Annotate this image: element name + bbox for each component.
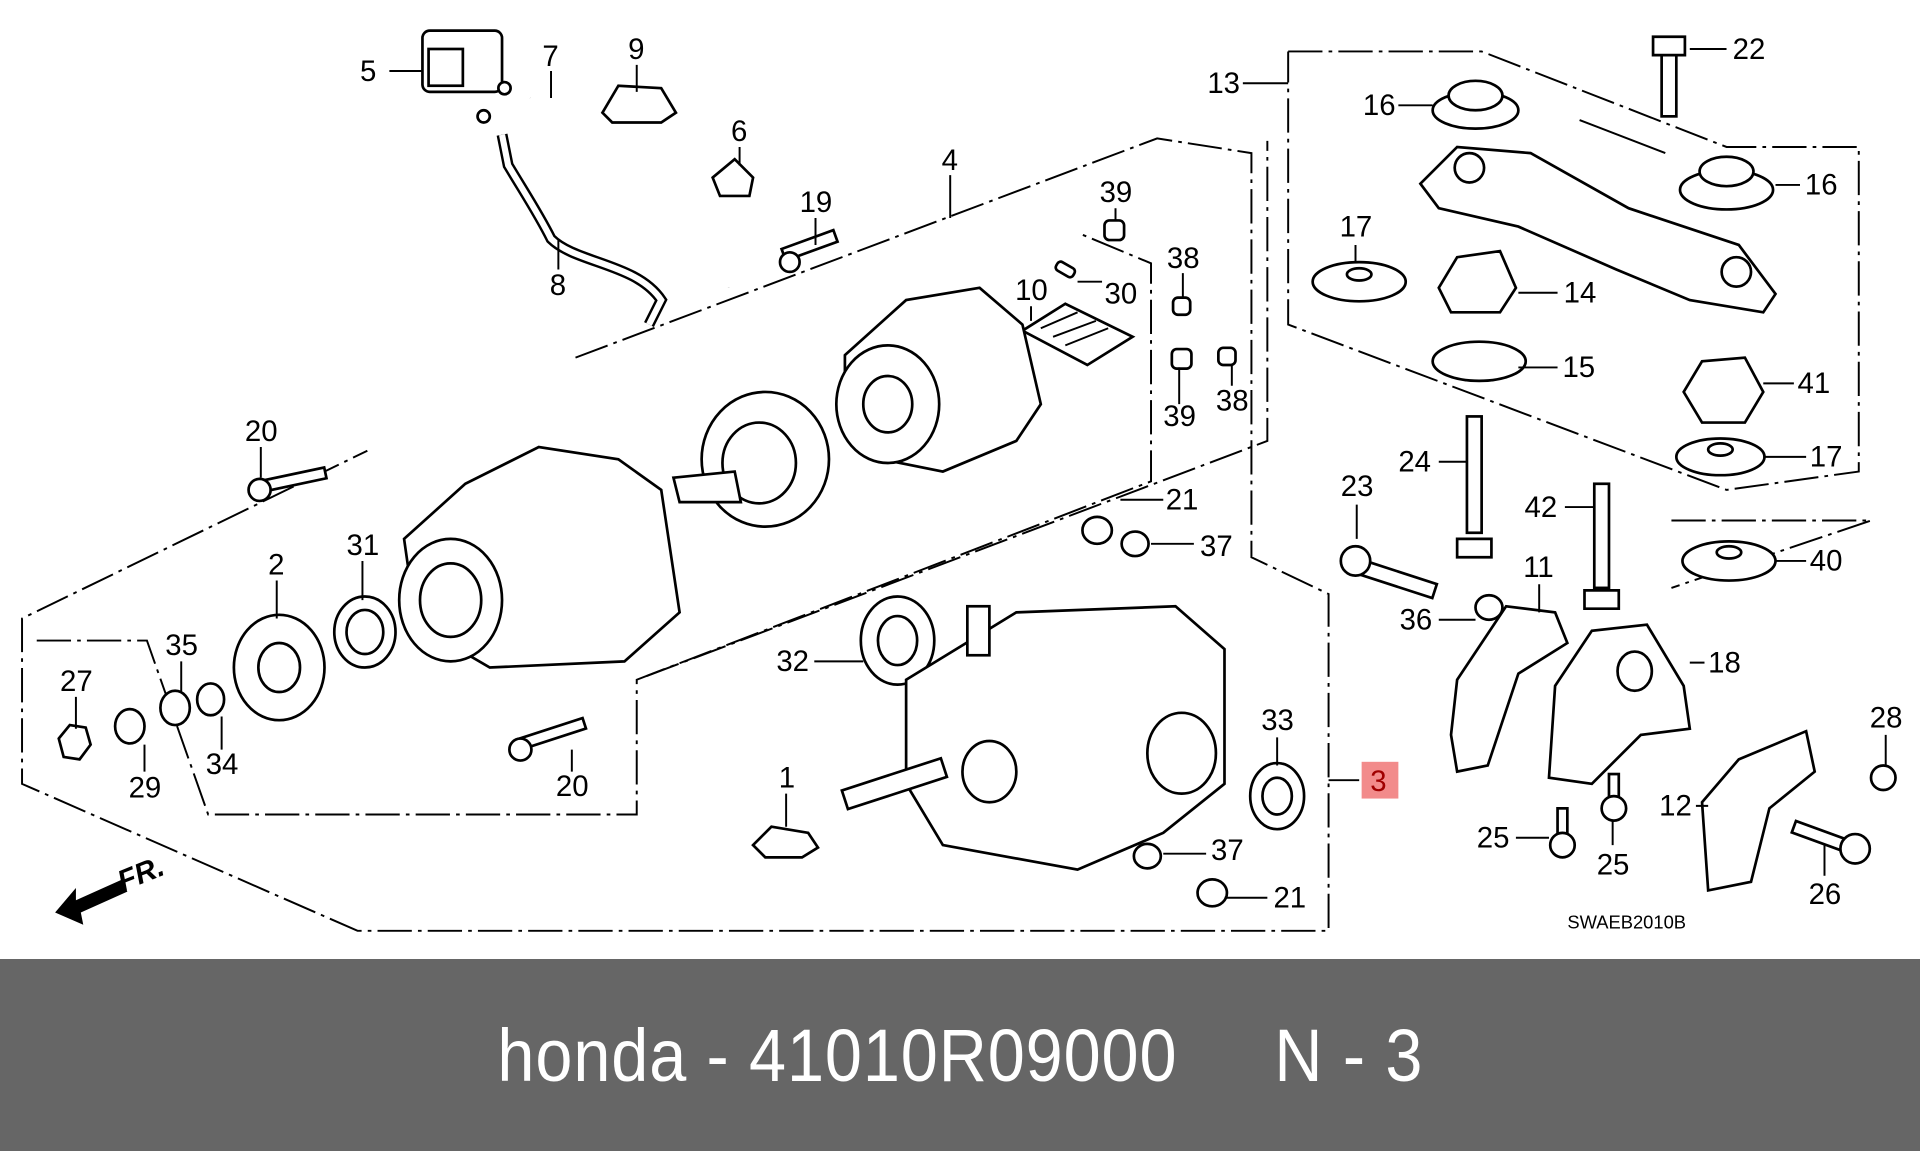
callout-labels: 5 7 9 6 4 19 39 38 10 30 39 38 8 20 2 31… bbox=[60, 33, 1902, 933]
bolt-19 bbox=[778, 228, 840, 274]
callout-35[interactable]: 35 bbox=[165, 629, 198, 662]
callout-15[interactable]: 15 bbox=[1562, 351, 1595, 384]
callout-17[interactable]: 17 bbox=[1340, 210, 1373, 243]
diagram-code: SWAEB2010B bbox=[1567, 911, 1686, 932]
callout-12[interactable]: 12 bbox=[1659, 790, 1692, 823]
callout-18[interactable]: 18 bbox=[1708, 646, 1741, 679]
highlight-box bbox=[1361, 761, 1399, 799]
oil-seals bbox=[113, 530, 1306, 870]
callout-37[interactable]: 37 bbox=[1211, 834, 1244, 867]
parts-diagram: FR. 5 7 9 6 4 19 39 38 10 30 39 38 8 20 … bbox=[21, 29, 1902, 933]
dowel-pins bbox=[1054, 219, 1237, 371]
pump-housing bbox=[834, 286, 1043, 473]
callout-21[interactable]: 21 bbox=[1166, 484, 1199, 517]
front-marker-label: FR. bbox=[113, 850, 169, 898]
callout-10[interactable]: 10 bbox=[1015, 274, 1048, 307]
callout-30[interactable]: 30 bbox=[1104, 278, 1137, 311]
callout-7[interactable]: 7 bbox=[542, 40, 558, 73]
clamp-6 bbox=[711, 157, 755, 198]
callout-29[interactable]: 29 bbox=[129, 771, 162, 804]
leader-lines bbox=[74, 48, 1887, 899]
callout-8[interactable]: 8 bbox=[550, 269, 566, 302]
callout-31[interactable]: 31 bbox=[347, 529, 380, 562]
callout-16[interactable]: 16 bbox=[1363, 89, 1396, 122]
callout-25[interactable]: 25 bbox=[1477, 822, 1510, 855]
callout-19[interactable]: 19 bbox=[800, 186, 833, 219]
part-number-text: honda - 41010R09000 N - 3 bbox=[497, 1013, 1423, 1097]
differential-carrier bbox=[397, 445, 682, 669]
callout-14[interactable]: 14 bbox=[1564, 277, 1597, 310]
brackets-11-18-12 bbox=[1449, 604, 1817, 893]
callout-25[interactable]: 25 bbox=[1597, 848, 1630, 881]
clutch-assembly bbox=[671, 390, 831, 529]
vacuum-hose-7 bbox=[528, 95, 732, 289]
callout-13[interactable]: 13 bbox=[1207, 67, 1240, 100]
differential-assembly-3 bbox=[840, 604, 1226, 871]
callout-37[interactable]: 37 bbox=[1200, 530, 1233, 563]
callout-16[interactable]: 16 bbox=[1805, 169, 1838, 202]
callout-32[interactable]: 32 bbox=[776, 645, 809, 678]
callout-39[interactable]: 39 bbox=[1100, 176, 1133, 209]
callout-22[interactable]: 22 bbox=[1733, 33, 1766, 66]
callout-27[interactable]: 27 bbox=[60, 665, 93, 698]
callout-2[interactable]: 2 bbox=[268, 548, 284, 581]
part-number-banner: honda - 41010R09000 N - 3 bbox=[0, 959, 1920, 1151]
callout-36[interactable]: 36 bbox=[1400, 604, 1433, 637]
callout-41[interactable]: 41 bbox=[1798, 367, 1831, 400]
plugs-21 bbox=[1081, 515, 1229, 908]
vacuum-hose-8 bbox=[496, 133, 668, 328]
callout-3-highlighted[interactable]: 3 bbox=[1370, 765, 1386, 798]
callout-17[interactable]: 17 bbox=[1810, 441, 1843, 474]
mount-rubbers bbox=[1311, 79, 1777, 582]
callout-20[interactable]: 20 bbox=[245, 415, 278, 448]
callout-4[interactable]: 4 bbox=[942, 144, 958, 177]
bracket-9 bbox=[600, 84, 678, 124]
callout-33[interactable]: 33 bbox=[1261, 704, 1294, 737]
assembly-boundaries bbox=[21, 50, 1872, 932]
callout-42[interactable]: 42 bbox=[1524, 491, 1557, 524]
callout-6[interactable]: 6 bbox=[731, 115, 747, 148]
callout-5[interactable]: 5 bbox=[360, 55, 376, 88]
callout-34[interactable]: 34 bbox=[206, 748, 239, 781]
callout-9[interactable]: 9 bbox=[628, 33, 644, 66]
bolts-20 bbox=[247, 465, 588, 762]
callout-21[interactable]: 21 bbox=[1273, 882, 1306, 915]
callout-11[interactable]: 11 bbox=[1523, 551, 1553, 584]
callout-38[interactable]: 38 bbox=[1167, 242, 1200, 275]
front-direction-arrow: FR. bbox=[55, 850, 169, 925]
callout-39[interactable]: 39 bbox=[1163, 400, 1196, 433]
mount-beam-13 bbox=[1418, 145, 1778, 314]
callout-20[interactable]: 20 bbox=[556, 770, 589, 803]
nut-27 bbox=[57, 723, 93, 761]
callout-28[interactable]: 28 bbox=[1870, 702, 1903, 735]
sensor-1 bbox=[751, 825, 820, 859]
bearing-holder-2 bbox=[232, 613, 326, 722]
small-bolts bbox=[1548, 764, 1897, 865]
callout-23[interactable]: 23 bbox=[1341, 470, 1374, 503]
callout-24[interactable]: 24 bbox=[1398, 446, 1431, 479]
long-bolts bbox=[1339, 35, 1687, 622]
vacuum-solenoid bbox=[421, 29, 512, 124]
callout-26[interactable]: 26 bbox=[1809, 878, 1842, 911]
callout-38[interactable]: 38 bbox=[1216, 384, 1249, 417]
callout-1[interactable]: 1 bbox=[779, 762, 795, 795]
callout-40[interactable]: 40 bbox=[1810, 545, 1843, 578]
strainer-10 bbox=[1019, 302, 1136, 367]
